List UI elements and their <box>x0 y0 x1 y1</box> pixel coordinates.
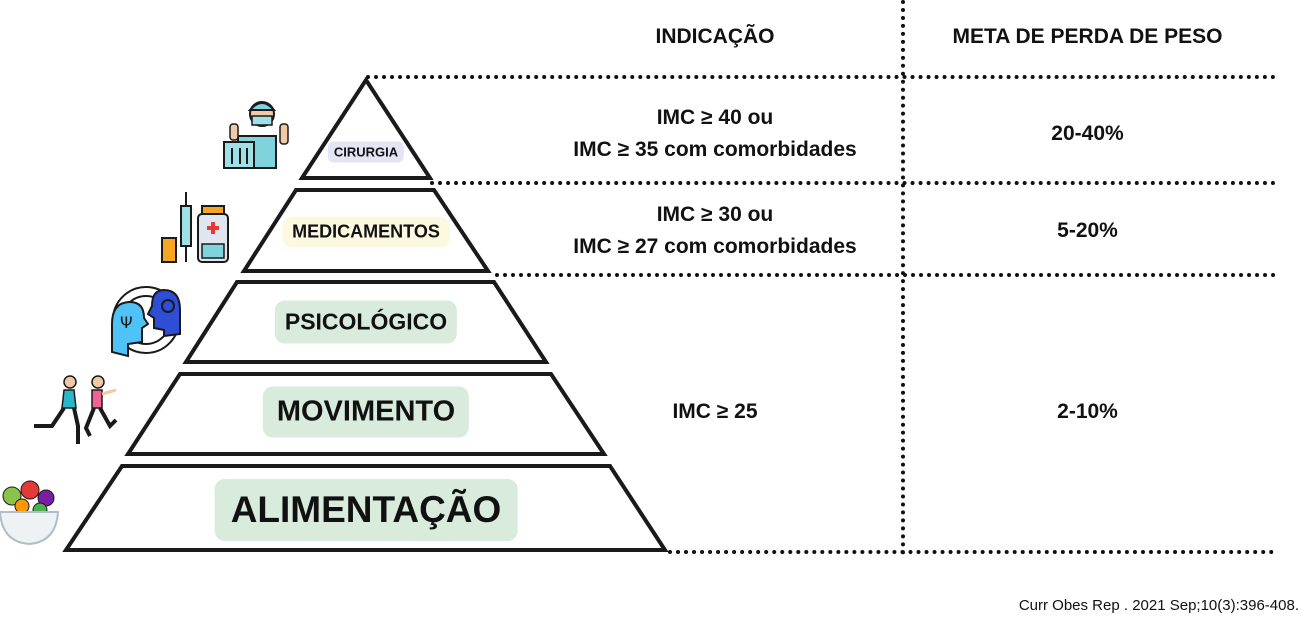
pyramid-tier-movimento <box>124 372 608 456</box>
pyramid-tier-cirurgia <box>298 76 434 180</box>
row-divider-medication <box>495 273 1276 277</box>
tier-label-cirurgia: CIRURGIA <box>327 141 405 163</box>
goal-surgery: 20-40% <box>1051 122 1124 145</box>
indication-medication-line2: IMC ≥ 27 com comorbidades <box>573 235 857 258</box>
goal-lifestyle: 2-10% <box>1057 400 1118 423</box>
goal-medication: 5-20% <box>1057 219 1118 242</box>
indication-medication-line1: IMC ≥ 30 ou <box>656 203 774 226</box>
pyramid-tier-alimentacao <box>62 464 669 552</box>
tier-label-psicologico: PSICOLÓGICO <box>274 300 458 344</box>
pyramid-tier-psicologico <box>182 280 550 364</box>
indication-header: INDICAÇÃO <box>655 25 775 48</box>
indication-surgery-line1: IMC ≥ 40 ou <box>656 106 774 129</box>
citation: Curr Obes Rep . 2021 Sep;10(3):396-408. <box>1018 597 1299 614</box>
indication-surgery-line2: IMC ≥ 35 com comorbidades <box>573 138 857 161</box>
weight-goal-header: META DE PERDA DE PESO <box>952 25 1223 48</box>
row-divider-bottom <box>668 550 1274 554</box>
pyramid-tier-medicamentos <box>240 188 492 273</box>
tier-label-alimentacao: ALIMENTAÇÃO <box>214 479 518 541</box>
indication-medication: IMC ≥ 30 ou IMC ≥ 27 com comorbidades <box>540 199 890 263</box>
tier-label-movimento: MOVIMENTO <box>262 386 470 438</box>
tier-label-medicamentos: MEDICAMENTOS <box>282 216 450 248</box>
column-divider <box>901 0 905 555</box>
indication-lifestyle: IMC ≥ 25 <box>672 400 758 423</box>
indication-surgery: IMC ≥ 40 ou IMC ≥ 35 com comorbidades <box>540 102 890 166</box>
row-divider-top <box>366 75 1276 79</box>
row-divider-surgery <box>430 181 1276 185</box>
